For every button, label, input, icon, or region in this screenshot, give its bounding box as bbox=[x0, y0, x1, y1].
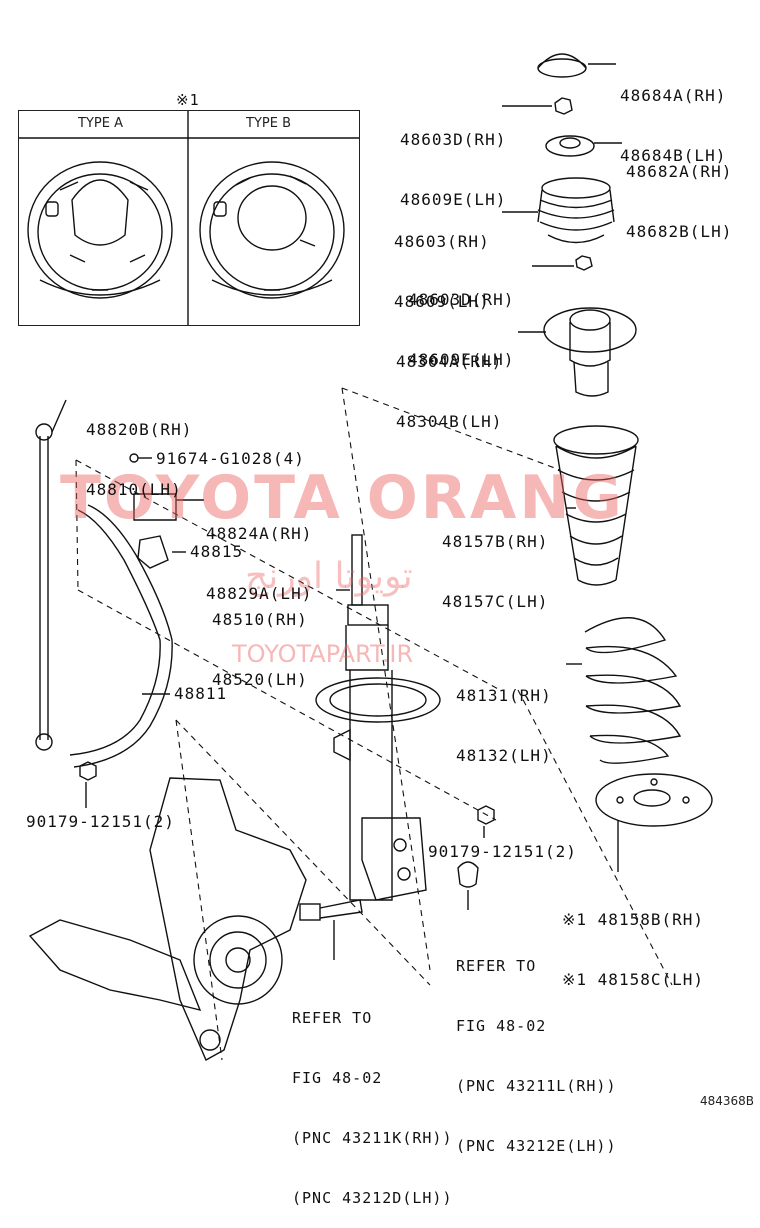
part-label-48158[interactable]: ※1 48158B(RH) ※1 48158C(LH) bbox=[562, 910, 704, 989]
part-label-48603[interactable]: 48603(RH) 48609(LH) bbox=[394, 232, 490, 311]
bolt bbox=[299, 899, 363, 921]
parts-diagram-art bbox=[18, 53, 713, 1061]
steering-knuckle bbox=[28, 777, 307, 1061]
type-a-heading: TYPE A bbox=[78, 116, 123, 131]
part-label-48603d-bottom[interactable]: 48603D(RH) 48609E(LH) bbox=[408, 290, 515, 369]
part-label-48510[interactable]: 48510(RH) 48520(LH) bbox=[212, 610, 308, 689]
part-label-48811[interactable]: 48811 bbox=[174, 684, 228, 703]
type-b-heading: TYPE B bbox=[246, 116, 291, 131]
coil-spring bbox=[584, 617, 682, 764]
part-label-90179-left[interactable]: 90179-12151(2) bbox=[26, 812, 175, 831]
part-label-48684[interactable]: 48684A(RH) 48684B(LH) bbox=[620, 86, 727, 165]
part-label-91674[interactable]: 91674-G1028(4) bbox=[156, 449, 305, 468]
part-label-48820[interactable]: 48820B(RH) 48810(LH) bbox=[86, 420, 193, 499]
watermark-persian: تویوتا اورنج bbox=[245, 556, 413, 597]
stabilizer-bar bbox=[69, 504, 173, 768]
refer-to-note-right[interactable]: REFER TO FIG 48-02 (PNC 43211L(RH)) (PNC… bbox=[456, 957, 617, 1155]
part-label-48131[interactable]: 48131(RH) 48132(LH) bbox=[456, 686, 552, 765]
part-label-48682[interactable]: 48682A(RH) 48682B(LH) bbox=[626, 162, 733, 241]
insulator-type-box bbox=[18, 110, 360, 326]
note-symbol: ※1 bbox=[176, 91, 200, 109]
part-label-48824[interactable]: 48824A(RH) 48829A(LH) bbox=[206, 524, 313, 603]
part-label-90179-right[interactable]: 90179-12151(2) bbox=[428, 842, 577, 861]
part-label-48157[interactable]: 48157B(RH) 48157C(LH) bbox=[442, 532, 549, 611]
watermark-url: TOYOTAPART.IR bbox=[232, 640, 414, 668]
strut-assembly bbox=[315, 534, 441, 901]
refer-to-note-left[interactable]: REFER TO FIG 48-02 (PNC 43211K(RH)) (PNC… bbox=[292, 1009, 453, 1207]
type-a-insulator bbox=[27, 161, 173, 299]
part-label-48815[interactable]: 48815 bbox=[190, 542, 244, 561]
watermark-brand: TOYOTA ORANG bbox=[60, 463, 625, 533]
dust-boot bbox=[553, 425, 639, 586]
type-b-insulator bbox=[199, 161, 345, 299]
part-label-48304[interactable]: 48304A(RH) 48304B(LH) bbox=[396, 352, 503, 431]
part-label-48603d-top[interactable]: 48603D(RH) 48609E(LH) bbox=[400, 130, 507, 209]
diagram-reference-code: 484368B bbox=[699, 1094, 754, 1108]
